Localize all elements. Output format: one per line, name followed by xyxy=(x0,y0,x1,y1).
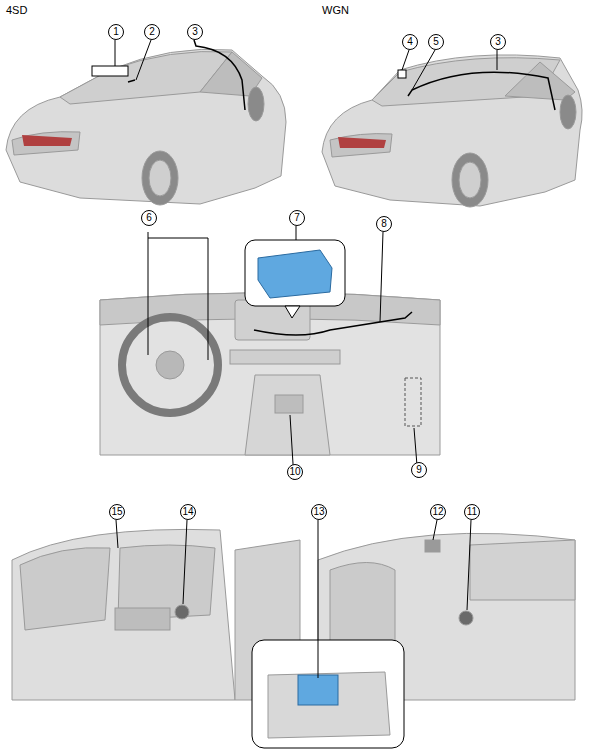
callout-number: 9 xyxy=(411,462,427,478)
variant-heading: WGN xyxy=(322,4,349,16)
callout-number: 2 xyxy=(144,24,160,40)
callout-number: 7 xyxy=(289,210,305,226)
callout-number: 4 xyxy=(402,34,418,50)
callout-number: 14 xyxy=(180,504,196,520)
callout-number: 8 xyxy=(376,216,392,232)
callout-number: 15 xyxy=(109,504,125,520)
callout-number: 10 xyxy=(287,464,303,480)
callout-number: 3 xyxy=(490,34,506,50)
callout-number: 1 xyxy=(108,24,124,40)
callout-number: 3 xyxy=(187,24,203,40)
callout-number: 6 xyxy=(141,210,157,226)
callout-number: 12 xyxy=(430,504,446,520)
callout-number: 11 xyxy=(464,504,480,520)
variant-heading: 4SD xyxy=(6,4,27,16)
callout-number: 5 xyxy=(428,34,444,50)
callout-number: 13 xyxy=(311,504,327,520)
